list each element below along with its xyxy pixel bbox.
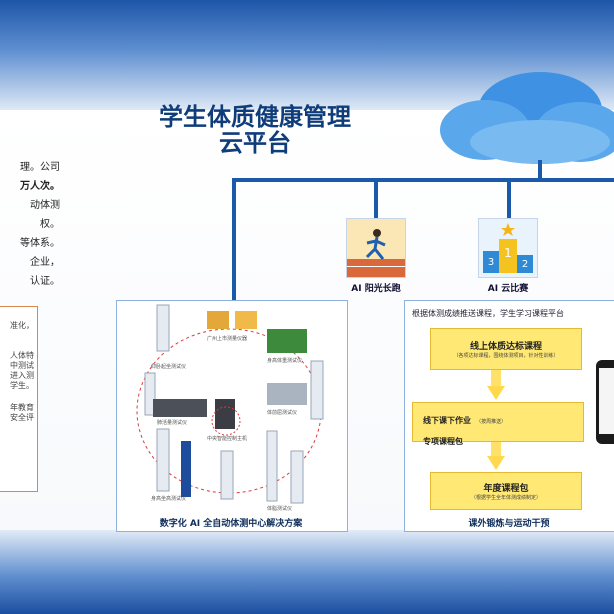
intervention-header: 根据体测成绩推送课程，学生学习课程平台 — [412, 309, 564, 318]
intro-line: 认证。 — [30, 276, 60, 287]
intro-line: 万人次。 — [20, 181, 60, 192]
feature-line: 年教育 — [10, 403, 34, 412]
intro-line: 权。 — [40, 219, 60, 230]
connector-right — [538, 160, 542, 180]
feature-line: 进入测 — [10, 371, 34, 380]
step-annual-package[interactable]: 年度课程包 （根据学生全年体测成绩制定） — [430, 472, 582, 510]
connector-horizontal — [232, 178, 614, 182]
intro-line: 企业， — [30, 257, 60, 268]
podium-icon: 1 3 2 — [479, 219, 537, 277]
connector-left — [232, 178, 236, 300]
flow-arrow — [487, 456, 505, 470]
device-label: 中央智能控制主机 — [207, 436, 248, 442]
ai-race-tile[interactable]: 1 3 2 — [478, 218, 538, 278]
testing-center-title: 数字化 AI 全自动体测中心解决方案 — [159, 519, 303, 529]
title-line-2: 云平台 — [219, 129, 291, 157]
feature-box: 准化， 人体特 中测试 进入测 学生。 年教育 安全评 — [0, 306, 38, 492]
svg-text:1: 1 — [504, 246, 512, 260]
testing-center-panel: 仰卧起坐测试仪 广州上市测量仪器 身高体重测试仪 体前屈测试仪 肺活量测试仪 中… — [116, 300, 348, 532]
connector-race — [507, 178, 511, 218]
svg-text:3: 3 — [488, 257, 494, 268]
device-label: 肺活量测试仪 — [157, 420, 188, 426]
cloud-icon — [440, 72, 614, 164]
flow-arrow — [487, 386, 505, 400]
device-label: 体前屈测试仪 — [267, 410, 298, 416]
feature-line: 学生。 — [10, 381, 34, 390]
feature-line: 中测试 — [10, 361, 34, 370]
ai-run-tile[interactable] — [346, 218, 406, 278]
intro-line: 等体系。 — [20, 238, 60, 249]
ai-run-label: AI 阳光长跑 — [351, 284, 401, 294]
homework-sub: （按周推送） — [476, 419, 507, 425]
phone-screen — [599, 368, 614, 434]
intro-text: 理。公司 万人次。 动体测 权。 等体系。 企业， 认证。 — [0, 158, 60, 291]
intro-line: 动体测 — [30, 200, 60, 211]
connector-run — [374, 178, 378, 218]
device-label: 广州上市测量仪器 — [207, 336, 248, 342]
flow-arrow-shaft — [491, 442, 501, 458]
device-label: 仰卧起坐测试仪 — [151, 364, 187, 370]
feature-line: 安全评 — [10, 413, 34, 422]
feature-line: 人体特 — [10, 351, 34, 360]
device-label: 体脂测试仪 — [267, 506, 293, 512]
page-title: 学生体质健康管理 云平台 — [140, 104, 370, 156]
svg-text:2: 2 — [522, 259, 528, 270]
step-online-course[interactable]: 线上体质达标课程 （各项达标课程，围绕体测项目，针对性训练） — [430, 328, 582, 370]
feature-line: 准化， — [10, 321, 34, 330]
homework-label: 线下课下作业 — [423, 416, 471, 425]
title-line-1: 学生体质健康管理 — [159, 103, 351, 131]
ai-race-label: AI 云比赛 — [487, 284, 529, 294]
running-icon — [347, 219, 405, 277]
device-label: 身高坐高测试仪 — [151, 496, 187, 502]
device-label: 身高体重测试仪 — [267, 358, 303, 364]
package-label: 专项课程包 — [423, 437, 463, 446]
flow-arrow-shaft — [491, 370, 501, 388]
step-offline-homework[interactable]: 线下课下作业 （按周推送） 专项课程包 — [412, 402, 584, 446]
intro-line: 理。公司 — [20, 162, 60, 173]
device-ring-diagram — [136, 304, 324, 504]
intervention-title: 课外锻炼与运动干预 — [468, 519, 550, 529]
footer-background — [0, 530, 614, 614]
